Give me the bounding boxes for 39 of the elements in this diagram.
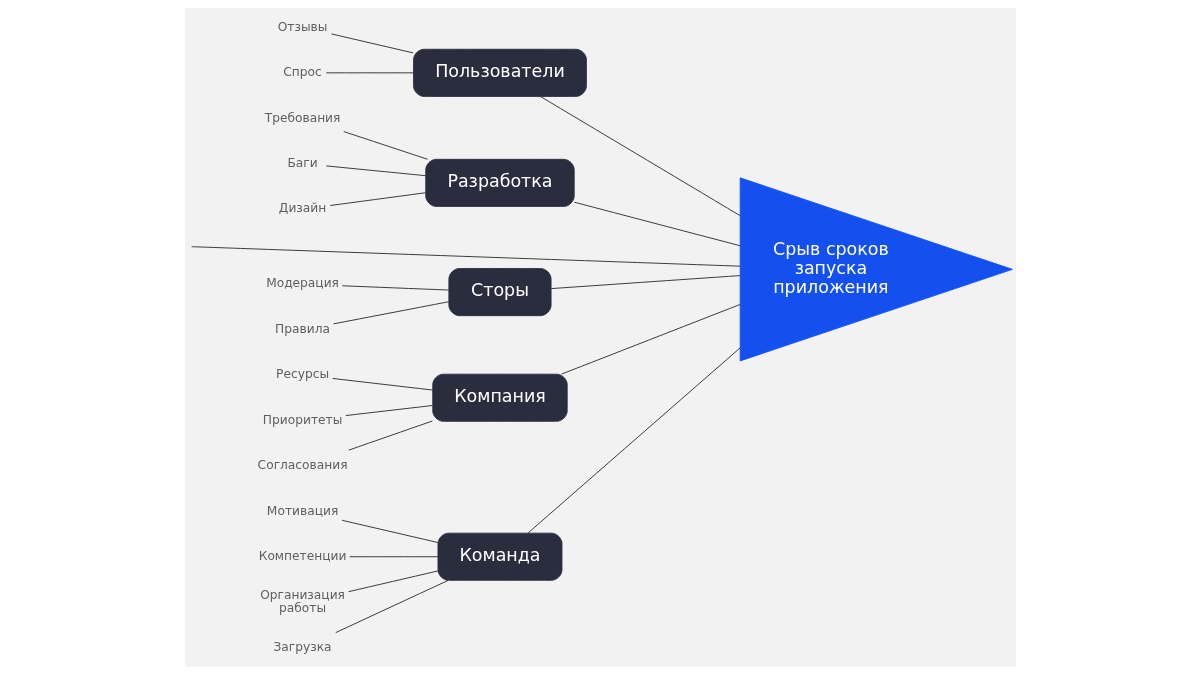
connector (190, 246, 741, 267)
connector (539, 96, 740, 217)
connector (527, 347, 740, 534)
connector (344, 405, 433, 417)
connector (334, 580, 448, 634)
node-text: Баги (286, 155, 318, 170)
connector (332, 301, 449, 325)
node-text: Загрузка (273, 639, 332, 654)
node-text: Ресурсы (275, 367, 329, 382)
node-text: Приоритеты (262, 412, 342, 427)
node-box: Команда (437, 532, 562, 581)
node-box: Компания (431, 373, 568, 422)
node-text: Мотивация (266, 503, 338, 518)
node-box: Пользователи (412, 48, 587, 97)
node-text: Спрос (282, 65, 322, 80)
node-text: Отзывы (277, 19, 327, 34)
node-text: Компетенции (258, 548, 346, 563)
node-box: Разработка (424, 158, 575, 207)
connector (325, 72, 414, 74)
node-text: Модерация (265, 276, 339, 291)
connector (341, 519, 438, 543)
node-text: Правила (274, 321, 330, 336)
node-box: Сторы (447, 268, 551, 317)
connector (330, 33, 414, 54)
connector (342, 131, 428, 160)
node-text: Организация работы (259, 587, 345, 615)
node-text: Дизайн (278, 201, 326, 216)
node-text: Требования (264, 110, 340, 125)
connector (550, 275, 740, 290)
connector (347, 420, 433, 451)
connector (348, 556, 438, 558)
connector (329, 192, 426, 206)
node-text: Согласования (257, 458, 348, 473)
connector (331, 377, 433, 391)
connector (560, 303, 741, 375)
connector (341, 285, 449, 291)
connector (325, 165, 426, 177)
connector (347, 570, 438, 593)
connector (573, 201, 741, 247)
